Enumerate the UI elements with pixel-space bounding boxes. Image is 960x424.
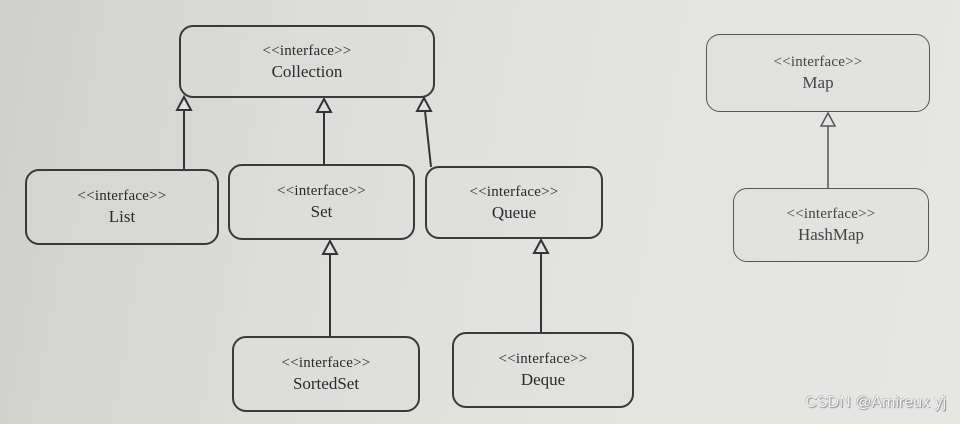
interface-name: HashMap (797, 225, 865, 244)
map-interface-box: <<interface>> Map (706, 34, 930, 112)
interface-name: Map (802, 73, 834, 92)
stereotype-label: <<interface>> (786, 206, 876, 222)
stereotype-label: <<interface>> (262, 42, 352, 59)
watermark: CSDN @Amireux yj (805, 394, 946, 411)
interface-name: Queue (491, 202, 537, 222)
stereotype-label: <<interface>> (281, 355, 371, 371)
stereotype-label: <<interface>> (77, 188, 167, 204)
interface-name: List (108, 207, 136, 226)
sortedset-interface-box: <<interface>> SortedSet (232, 336, 420, 412)
stereotype-label: <<interface>> (498, 351, 588, 367)
list-interface-box: <<interface>> List (25, 169, 219, 245)
interface-name: Collection (271, 61, 343, 81)
stereotype-label: <<interface>> (277, 183, 366, 199)
hashmap-interface-box: <<interface>> HashMap (733, 188, 929, 262)
interface-name: Set (310, 202, 333, 221)
set-interface-box: <<interface>> Set (228, 164, 415, 240)
interface-name: SortedSet (292, 374, 360, 393)
deque-interface-box: <<interface>> Deque (452, 332, 634, 408)
interface-name: Deque (520, 370, 566, 389)
stereotype-label: <<interface>> (469, 183, 559, 200)
stereotype-label: <<interface>> (773, 54, 863, 70)
queue-interface-box: <<interface>> Queue (425, 166, 603, 239)
collection-interface-box: <<interface>> Collection (179, 25, 435, 98)
